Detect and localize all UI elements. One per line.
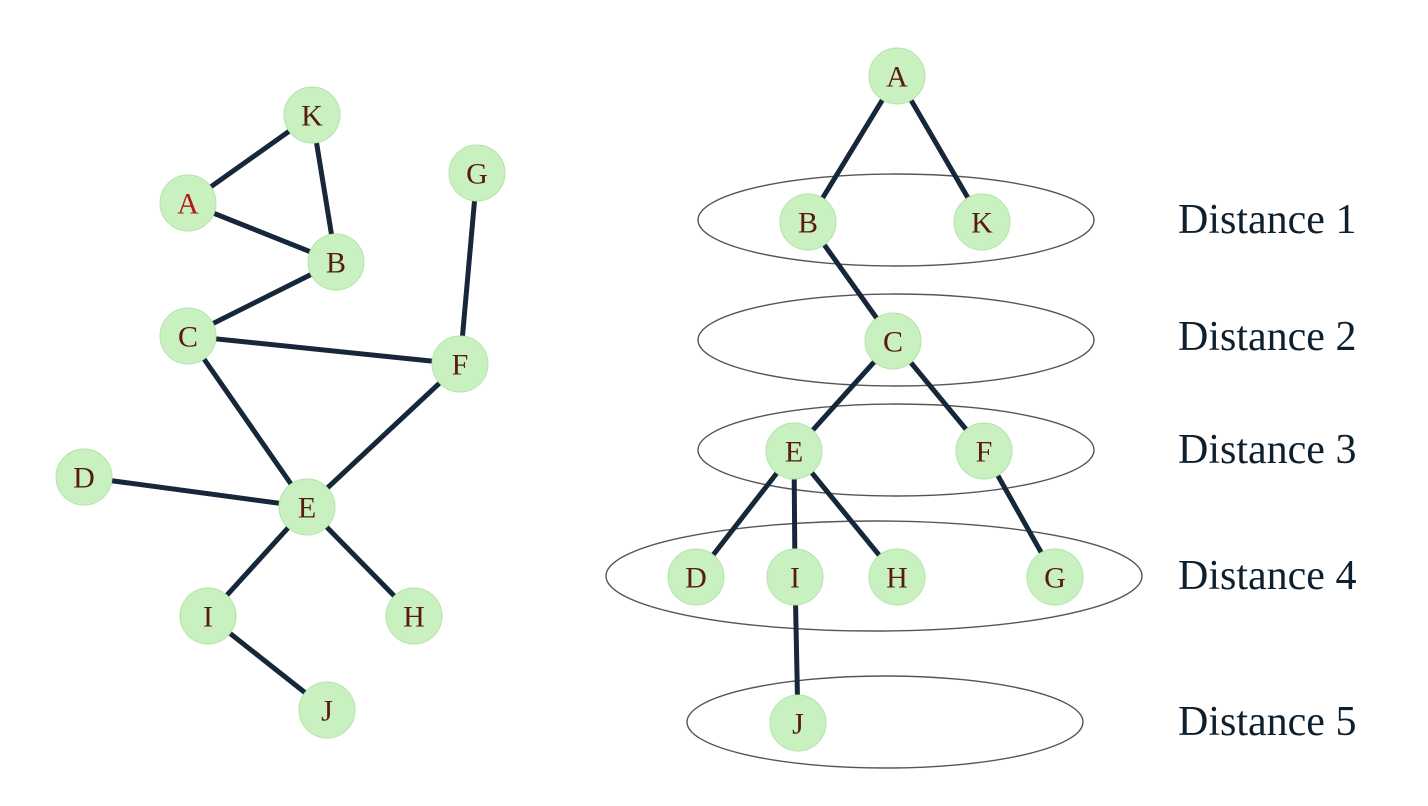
- distance-rings: [605, 173, 1143, 769]
- graph-node-a: A: [159, 174, 217, 232]
- graph-node-circle: [55, 448, 113, 506]
- tree-node-circle: [955, 422, 1013, 480]
- graph-node-label: C: [178, 321, 198, 354]
- tree-node-label: F: [976, 436, 993, 469]
- graph-node-label: A: [177, 188, 199, 221]
- distance-ring-5: [686, 675, 1084, 769]
- graph-node-j: J: [298, 681, 356, 739]
- graph-node-circle: [278, 478, 336, 536]
- graph-edge-g-f: [457, 170, 480, 367]
- distance-ring-1: [697, 173, 1095, 267]
- tree-node-circle: [868, 548, 926, 606]
- graph-node-label: J: [321, 695, 333, 728]
- tree-node-label: A: [886, 61, 908, 94]
- distance-labels: Distance 1 Distance 2 Distance 3 Distance 4…: [1178, 197, 1356, 745]
- graph-node-circle: [159, 174, 217, 232]
- tree-node-circle: [766, 548, 824, 606]
- graph-node-circle: [159, 307, 217, 365]
- graph-edge-d-e: [81, 474, 310, 510]
- tree-node-f: F: [955, 422, 1013, 480]
- tree-nodes: A B K C E F D I H G J: [667, 47, 1084, 752]
- graph-node-k: K: [283, 86, 341, 144]
- tree-node-b: B: [779, 193, 837, 251]
- tree-node-e: E: [765, 422, 823, 480]
- tree-edges: [693, 73, 1058, 726]
- tree-node-label: H: [886, 562, 908, 595]
- tree-node-label: D: [685, 562, 707, 595]
- graph-edge-c-f: [185, 333, 463, 367]
- graph-node-e: E: [278, 478, 336, 536]
- graph-node-circle: [431, 335, 489, 393]
- tree-node-i: I: [766, 548, 824, 606]
- tree-node-label: K: [971, 207, 993, 240]
- distance-label-4: Distance 4: [1178, 553, 1356, 599]
- tree-node-label: G: [1044, 562, 1066, 595]
- tree-node-j: J: [769, 694, 827, 752]
- tree-node-label: I: [790, 562, 800, 595]
- graph-node-label: H: [403, 601, 425, 634]
- graph-node-circle: [385, 587, 443, 645]
- graph-node-i: I: [179, 587, 237, 645]
- tree-node-circle: [1026, 548, 1084, 606]
- distance-label-3: Distance 3: [1178, 427, 1356, 473]
- graph-node-label: F: [452, 349, 469, 382]
- graph-node-f: F: [431, 335, 489, 393]
- graph-node-label: I: [203, 601, 213, 634]
- tree-node-d: D: [667, 548, 725, 606]
- tree-node-label: B: [798, 207, 818, 240]
- graph-node-circle: [283, 86, 341, 144]
- graph-node-c: C: [159, 307, 217, 365]
- graph-node-label: E: [298, 492, 316, 525]
- tree-node-label: J: [792, 708, 804, 741]
- tree-node-h: H: [868, 548, 926, 606]
- tree-node-c: C: [864, 312, 922, 370]
- tree-node-circle: [953, 193, 1011, 251]
- tree-node-circle: [667, 548, 725, 606]
- graph-node-circle: [179, 587, 237, 645]
- distance-label-1: Distance 1: [1178, 197, 1356, 243]
- graph-node-label: G: [466, 158, 488, 191]
- tree-node-circle: [868, 47, 926, 105]
- tree-node-a: A: [868, 47, 926, 105]
- graph-node-circle: [307, 233, 365, 291]
- tree-node-circle: [779, 193, 837, 251]
- distance-label-2: Distance 2: [1178, 314, 1356, 360]
- graph-node-label: K: [301, 100, 323, 133]
- graph-node-h: H: [385, 587, 443, 645]
- graph-node-g: G: [448, 144, 506, 202]
- graph-node-circle: [448, 144, 506, 202]
- tree-node-circle: [864, 312, 922, 370]
- graph-node-d: D: [55, 448, 113, 506]
- graph-node-b: B: [307, 233, 365, 291]
- tree-node-circle: [765, 422, 823, 480]
- graph-node-label: D: [73, 462, 95, 495]
- tree-node-k: K: [953, 193, 1011, 251]
- distance-ring-4: [605, 520, 1143, 632]
- distance-ring-3: [697, 403, 1095, 497]
- tree-node-label: C: [883, 326, 903, 359]
- distance-label-5: Distance 5: [1178, 699, 1356, 745]
- tree-node-circle: [769, 694, 827, 752]
- graph-edge-c-e: [185, 333, 310, 510]
- distance-ring-2: [697, 293, 1095, 387]
- graph-edge-f-e: [304, 361, 463, 510]
- graph-node-label: B: [326, 247, 346, 280]
- tree-node-label: E: [785, 436, 803, 469]
- graph-node-circle: [298, 681, 356, 739]
- tree-node-g: G: [1026, 548, 1084, 606]
- graph-nodes: A K B G C F D E I H J: [55, 86, 506, 739]
